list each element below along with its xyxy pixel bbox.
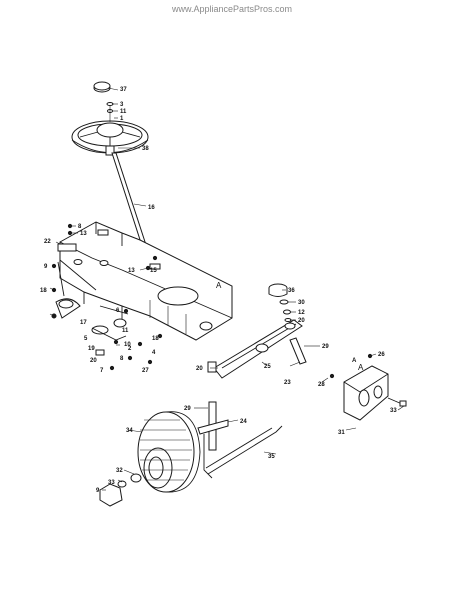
- callout-2: 2: [128, 346, 132, 352]
- callout-18: 18: [40, 288, 47, 294]
- steering-linkage: [55, 243, 129, 356]
- callout-26: 26: [378, 352, 385, 358]
- callout-20c: 20: [196, 366, 203, 372]
- callout-28: 28: [318, 382, 325, 388]
- callout-29: 29: [322, 344, 329, 350]
- callout-a-label: A: [352, 358, 357, 364]
- callout-32: 32: [116, 468, 123, 474]
- steering-wheel: [71, 120, 149, 156]
- callout-7: 7: [100, 368, 104, 374]
- callout-35: 35: [268, 454, 275, 460]
- callout-18b: 18: [152, 336, 159, 342]
- front-axle: [207, 319, 307, 379]
- callout-11b: 11: [122, 328, 129, 334]
- callout-8b: 8: [120, 356, 124, 362]
- front-bracket: [343, 365, 407, 421]
- frame-letter-a-right: A: [358, 363, 364, 372]
- callout-38: 38: [142, 146, 149, 152]
- callout-20: 20: [90, 358, 97, 364]
- callout-4: 4: [152, 350, 156, 356]
- axle-pivot-stack: [268, 283, 292, 322]
- callout-labels: 37 3 11 1 38 16 8 13 22 15 9 18 10 13 6 …: [40, 87, 397, 494]
- callout-29b: 29: [184, 406, 191, 412]
- leader-lines: [49, 87, 405, 491]
- callout-10: 10: [124, 342, 131, 348]
- callout-15: 15: [150, 268, 157, 274]
- tractor-frame: [59, 221, 233, 341]
- callout-23: 23: [284, 380, 291, 386]
- watermark: www.AppliancePartsPros.com: [171, 4, 293, 14]
- callout-33: 33: [390, 408, 397, 414]
- callout-13b: 13: [128, 268, 135, 274]
- callout-22: 22: [44, 239, 51, 245]
- steering-cap: [93, 81, 114, 122]
- callout-13: 13: [80, 231, 87, 237]
- front-wheel: [99, 411, 201, 507]
- callout-20b: 20: [298, 318, 305, 324]
- callout-36: 36: [288, 288, 295, 294]
- callout-5: 5: [84, 336, 88, 342]
- spindle-and-tie-rod: [197, 401, 283, 479]
- callout-33b: 33: [108, 480, 115, 486]
- callout-19: 19: [88, 346, 95, 352]
- callout-9b: 9: [96, 488, 100, 494]
- callout-9: 9: [44, 264, 48, 270]
- callout-8: 8: [78, 224, 82, 230]
- frame-letter-a-left: A: [216, 281, 222, 290]
- hardware-fasteners: [51, 223, 373, 379]
- callout-31: 31: [338, 430, 345, 436]
- callout-34: 34: [126, 428, 133, 434]
- callout-17: 17: [80, 320, 87, 326]
- callout-12: 12: [298, 310, 305, 316]
- callout-24: 24: [240, 419, 247, 425]
- callout-30: 30: [298, 300, 305, 306]
- callout-3: 3: [120, 102, 124, 108]
- callout-37: 37: [120, 87, 127, 93]
- callout-25: 25: [264, 364, 271, 370]
- callout-27: 27: [142, 368, 149, 374]
- callout-16: 16: [148, 205, 155, 211]
- callout-11: 11: [120, 109, 127, 115]
- callout-1: 1: [120, 116, 124, 122]
- callout-6: 6: [116, 308, 120, 314]
